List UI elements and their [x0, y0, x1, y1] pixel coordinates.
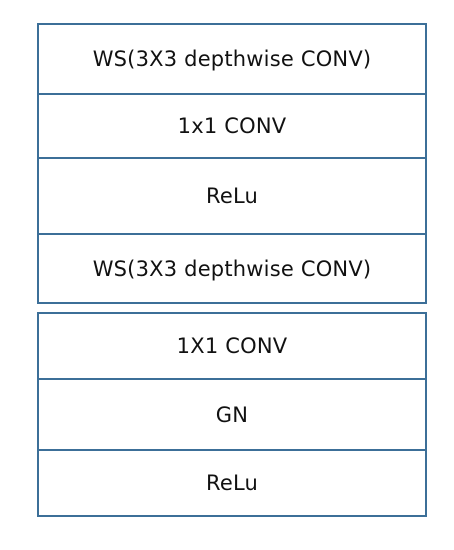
- relu-block: ReLu: [37, 159, 427, 235]
- block-label: ReLu: [205, 471, 258, 495]
- block-label: 1X1 CONV: [176, 334, 288, 358]
- group-norm-block: GN: [37, 380, 427, 451]
- block-label: ReLu: [205, 184, 258, 208]
- pointwise-conv-block: 1X1 CONV: [37, 312, 427, 380]
- pointwise-conv-block: 1x1 CONV: [37, 95, 427, 159]
- block-label: WS(3X3 depthwise CONV): [92, 256, 372, 281]
- relu-block: ReLu: [37, 451, 427, 517]
- depthwise-conv-block: WS(3X3 depthwise CONV): [37, 23, 427, 95]
- block-label: WS(3X3 depthwise CONV): [92, 47, 372, 71]
- block-label: GN: [215, 402, 249, 427]
- depthwise-conv-block: WS(3X3 depthwise CONV): [37, 235, 427, 304]
- block-label: 1x1 CONV: [177, 114, 287, 138]
